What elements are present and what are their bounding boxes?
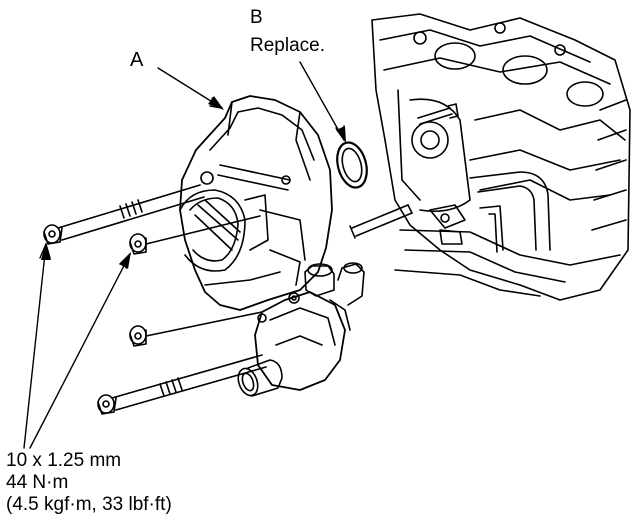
engine-block (371, 13, 631, 301)
thread-size: 10 x 1.25 mm (6, 450, 122, 471)
outlet-housing (237, 262, 365, 397)
callout-a-label: A (130, 49, 144, 71)
torque-spec: 10 x 1.25 mm 44 N·m (4.5 kgf·m, 33 lbf·f… (6, 450, 172, 516)
stud-bolt (349, 204, 413, 239)
flange-nut-upper (129, 215, 261, 255)
callout-b-label: B (250, 7, 263, 28)
water-pump-housing (179, 95, 333, 323)
long-bolt-lower (97, 354, 267, 415)
flange-nut-lower (129, 311, 263, 347)
torque-alt-units: (4.5 kgf·m, 33 lbf·ft) (6, 494, 172, 515)
long-bolt-upper (43, 184, 205, 245)
callout-b-note: Replace. (250, 35, 325, 56)
torque-value: 44 N·m (6, 472, 69, 493)
o-ring-b (336, 141, 368, 189)
arrow-heads (41, 96, 346, 269)
